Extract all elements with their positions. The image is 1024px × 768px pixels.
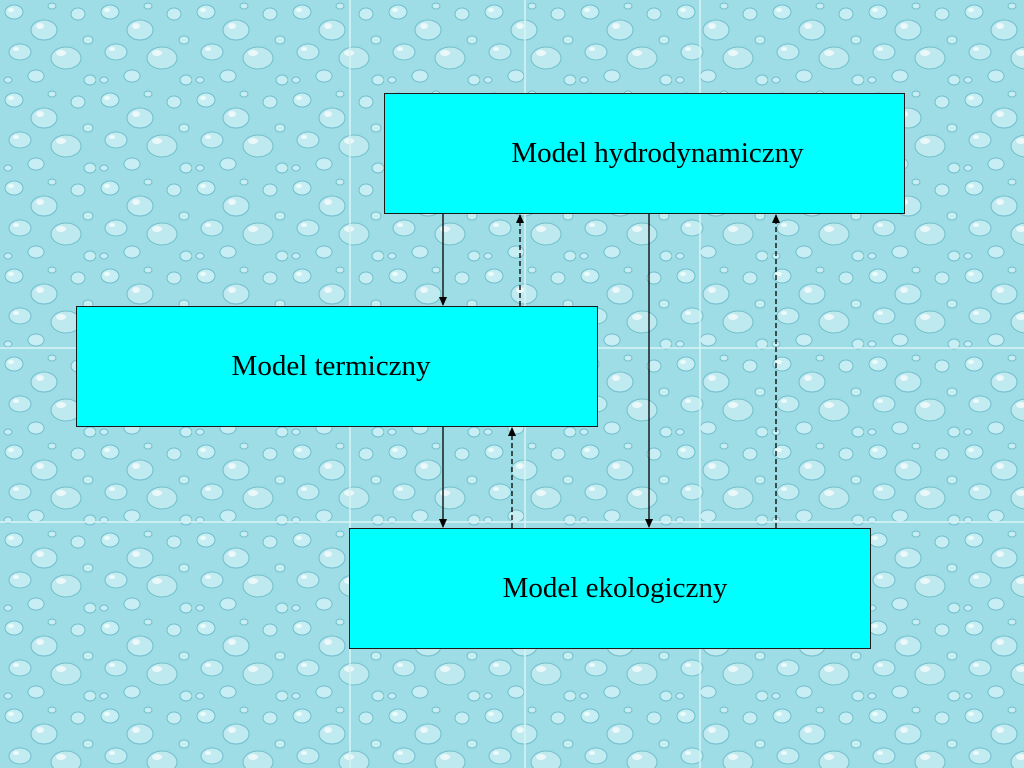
node-label: Model hydrodynamiczny: [511, 137, 804, 169]
node-label: Model ekologiczny: [502, 572, 728, 604]
node-model-ekologiczny: Model ekologiczny: [349, 528, 871, 649]
node-model-hydrodynamiczny: Model hydrodynamiczny: [384, 93, 905, 214]
node-model-termiczny: Model termiczny: [76, 306, 598, 427]
node-label: Model termiczny: [231, 350, 431, 382]
